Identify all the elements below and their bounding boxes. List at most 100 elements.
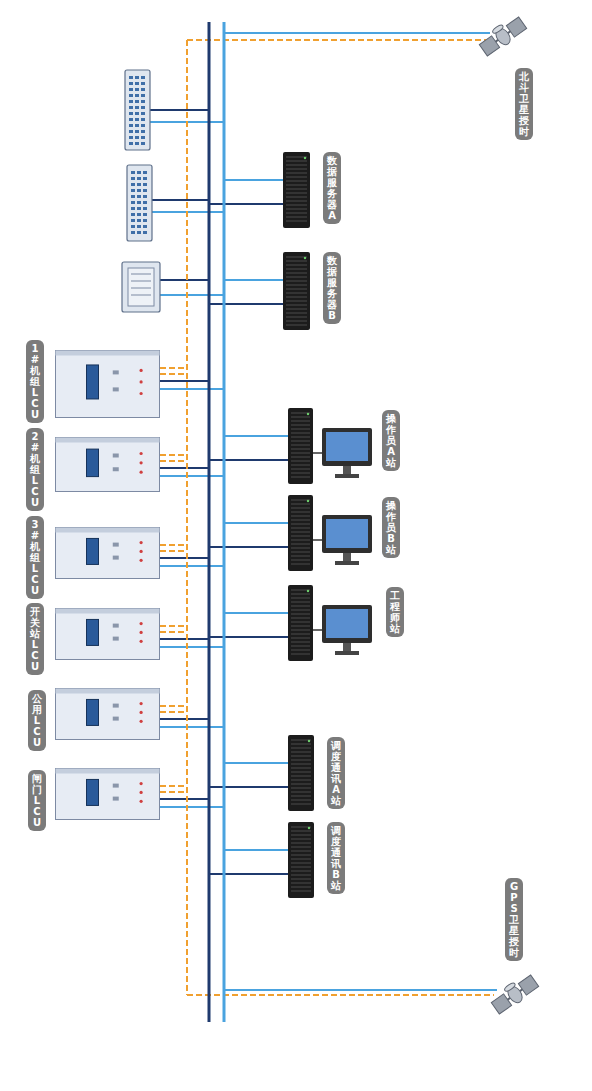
server-node: 数据服务器B bbox=[283, 252, 341, 330]
time-sync-line bbox=[187, 39, 486, 41]
label-pill: 调度通讯A站 bbox=[327, 737, 345, 809]
device-label: 操作员B站 bbox=[386, 500, 396, 555]
label-pill: 操作员B站 bbox=[382, 497, 400, 558]
label-pill: 闸门LCU bbox=[28, 770, 46, 831]
network-cable bbox=[224, 849, 288, 851]
device-icon bbox=[478, 14, 528, 59]
time-sync-line bbox=[160, 625, 187, 627]
server-node: 调度通讯A站 bbox=[288, 735, 345, 811]
time-sync-bus bbox=[186, 40, 188, 995]
network-switch bbox=[125, 70, 150, 150]
network-cable bbox=[224, 435, 288, 437]
label-pill: 公用LCU bbox=[28, 690, 46, 751]
device-icon bbox=[55, 527, 160, 579]
time-sync-line bbox=[187, 994, 494, 996]
device-icon bbox=[55, 608, 160, 660]
network-cable bbox=[160, 557, 209, 559]
label-pill: 2#机组LCU bbox=[26, 428, 44, 511]
network-cable bbox=[224, 762, 288, 764]
network-cable bbox=[160, 279, 209, 281]
device-label: 闸门LCU bbox=[32, 773, 42, 828]
device-label: 操作员A站 bbox=[386, 413, 396, 468]
device-icon bbox=[283, 252, 310, 330]
network-cable bbox=[224, 179, 283, 181]
network-cable bbox=[224, 612, 288, 614]
lcu-cabinet: 3#机组LCU bbox=[26, 516, 160, 599]
device-icon bbox=[283, 152, 310, 228]
network-cable bbox=[209, 546, 288, 548]
device-label: 3#机组LCU bbox=[30, 519, 40, 596]
device-label: 调度通讯B站 bbox=[331, 825, 341, 891]
lcu-cabinet: 2#机组LCU bbox=[26, 428, 160, 511]
server-node: 数据服务器A bbox=[283, 152, 341, 228]
device-icon bbox=[55, 688, 160, 740]
time-sync-line bbox=[160, 460, 187, 462]
network-cable bbox=[209, 303, 283, 305]
network-cable bbox=[160, 388, 224, 390]
satellite-link bbox=[224, 989, 497, 991]
time-sync-line bbox=[160, 550, 187, 552]
network-cable bbox=[160, 806, 224, 808]
network-cable bbox=[209, 786, 288, 788]
network-cable bbox=[224, 279, 283, 281]
device-icon bbox=[288, 495, 376, 571]
device-icon bbox=[288, 408, 376, 484]
satellite-node: 北斗卫星授时 bbox=[478, 14, 533, 140]
label-pill: 工程师站 bbox=[386, 587, 404, 637]
device-icon bbox=[55, 768, 160, 820]
device-label: 调度通讯A站 bbox=[331, 740, 341, 806]
network-cable bbox=[160, 467, 209, 469]
device-label: 2#机组LCU bbox=[30, 431, 40, 508]
lcu-cabinet: 闸门LCU bbox=[28, 768, 160, 831]
workstation: 操作员B站 bbox=[288, 495, 400, 571]
label-pill: 北斗卫星授时 bbox=[515, 68, 533, 140]
label-pill: 数据服务器B bbox=[323, 252, 341, 324]
label-pill: 1#机组LCU bbox=[26, 340, 44, 423]
network-cable bbox=[224, 522, 288, 524]
network-cable bbox=[160, 565, 224, 567]
lcu-cabinet: 公用LCU bbox=[28, 688, 160, 751]
device-label: 北斗卫星授时 bbox=[519, 71, 529, 137]
device-icon bbox=[55, 350, 160, 418]
satellite-link bbox=[224, 32, 490, 34]
label-pill: 调度通讯B站 bbox=[327, 822, 345, 894]
network-cable bbox=[160, 726, 224, 728]
time-sync-line bbox=[160, 367, 187, 369]
network-cable bbox=[160, 798, 209, 800]
network-cable bbox=[160, 475, 224, 477]
network-cable bbox=[209, 459, 288, 461]
satellite-node: GPS卫星授时 bbox=[490, 878, 540, 1017]
server-node: 调度通讯B站 bbox=[288, 822, 345, 898]
time-sync-line bbox=[160, 631, 187, 633]
network-switch bbox=[127, 165, 152, 241]
network-bus-a bbox=[208, 22, 211, 1022]
label-pill: 3#机组LCU bbox=[26, 516, 44, 599]
device-icon bbox=[288, 822, 314, 898]
device-label: 公用LCU bbox=[32, 693, 42, 748]
network-cable bbox=[209, 636, 288, 638]
time-sync-line bbox=[160, 791, 187, 793]
network-cable bbox=[160, 646, 224, 648]
network-cable bbox=[150, 109, 209, 111]
lcu-cabinet: 开关站LCU bbox=[26, 603, 160, 675]
workstation: 工程师站 bbox=[288, 585, 404, 661]
device-icon bbox=[55, 437, 160, 492]
device-label: 数据服务器B bbox=[327, 255, 337, 321]
time-sync-line bbox=[160, 705, 187, 707]
label-pill: 操作员A站 bbox=[382, 410, 400, 471]
device-label: 工程师站 bbox=[390, 590, 400, 634]
network-cable bbox=[209, 873, 288, 875]
network-cable bbox=[160, 294, 224, 296]
device-label: 开关站LCU bbox=[30, 606, 40, 672]
device-icon bbox=[490, 972, 540, 1017]
device-label: 数据服务器A bbox=[327, 155, 337, 221]
time-sync-line bbox=[160, 544, 187, 546]
network-cable bbox=[160, 718, 209, 720]
time-sync-line bbox=[160, 373, 187, 375]
time-sync-line bbox=[160, 454, 187, 456]
network-bus-b bbox=[223, 22, 226, 1022]
label-pill: 数据服务器A bbox=[323, 152, 341, 224]
device-label: GPS卫星授时 bbox=[509, 881, 519, 958]
